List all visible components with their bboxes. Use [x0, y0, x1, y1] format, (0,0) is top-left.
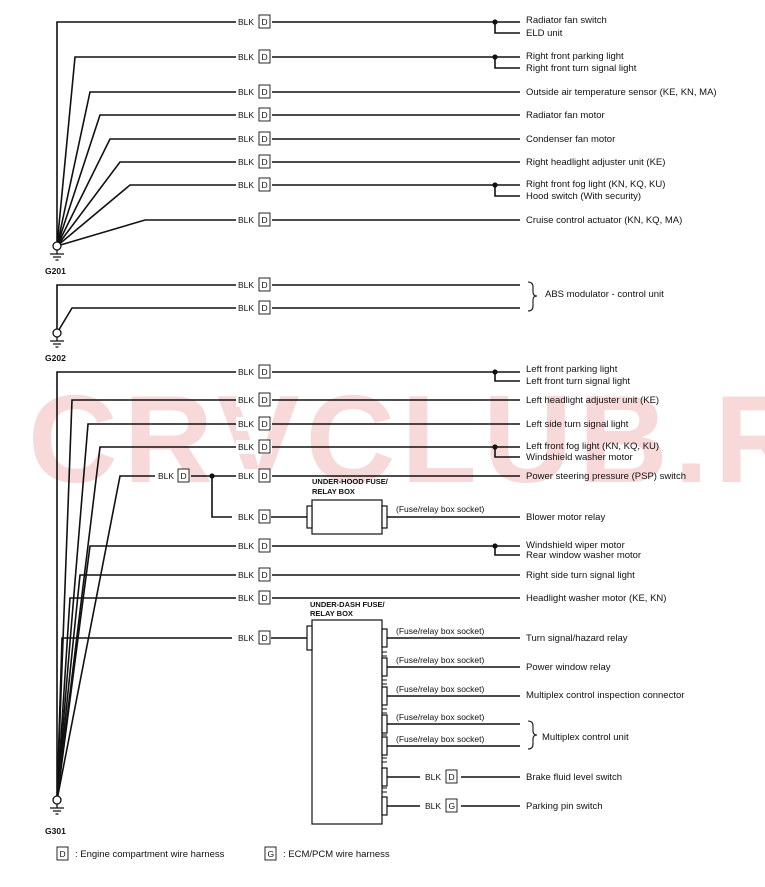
connector-code: D — [181, 471, 187, 481]
component-label: Left front parking light — [526, 364, 618, 375]
connector-code: D — [262, 419, 268, 429]
wire-color-label: BLK — [238, 367, 254, 377]
legend-code-ecm: G — [268, 849, 275, 859]
wire-color-label: BLK — [238, 395, 254, 405]
component-label: ABS modulator - control unit — [545, 289, 664, 300]
wire-color-label: BLK — [238, 87, 254, 97]
wire-color-label: BLK — [238, 442, 254, 452]
connector-code: G — [449, 801, 456, 811]
wire-color-label: BLK — [425, 772, 441, 782]
connector-code: D — [262, 633, 268, 643]
ground-label-g201: G201 — [45, 266, 66, 276]
component-label: Cruise control actuator (KN, KQ, MA) — [526, 215, 682, 226]
connector-code: D — [262, 395, 268, 405]
connector-code: D — [262, 110, 268, 120]
under-dash-box-title-2: RELAY BOX — [310, 609, 353, 618]
under-hood-box-title-1: UNDER-HOOD FUSE/ — [312, 477, 389, 486]
component-label: Parking pin switch — [526, 801, 603, 812]
connector-code: D — [262, 303, 268, 313]
connector-code: D — [262, 570, 268, 580]
wire-color-label: BLK — [238, 17, 254, 27]
ground-label-g202: G202 — [45, 353, 66, 363]
component-label: Headlight washer motor (KE, KN) — [526, 593, 666, 604]
connector-code: D — [262, 541, 268, 551]
connector-code: D — [262, 180, 268, 190]
component-label: Brake fluid level switch — [526, 772, 622, 783]
legend-code-engine: D — [60, 849, 66, 859]
wire-color-label: BLK — [238, 512, 254, 522]
socket-label: (Fuse/relay box socket) — [396, 655, 485, 665]
connector-code: D — [262, 367, 268, 377]
component-label: Windshield washer motor — [526, 452, 633, 463]
component-label: Hood switch (With security) — [526, 191, 641, 202]
wire-color-label: BLK — [238, 180, 254, 190]
legend: D : Engine compartment wire harness G : … — [56, 846, 390, 861]
connector-code: D — [262, 471, 268, 481]
component-label: Left front fog light (KN, KQ, KU) — [526, 441, 659, 452]
connector-code: D — [262, 52, 268, 62]
legend-ecm: : ECM/PCM wire harness — [283, 849, 390, 860]
socket-label: (Fuse/relay box socket) — [396, 626, 485, 636]
wire-color-label: BLK — [238, 280, 254, 290]
component-label: Left front turn signal light — [526, 376, 630, 387]
under-dash-box-title-1: UNDER-DASH FUSE/ — [310, 600, 386, 609]
component-label: Right front fog light (KN, KQ, KU) — [526, 179, 665, 190]
connector-code: D — [449, 772, 455, 782]
ground-label-g301: G301 — [45, 826, 66, 836]
wire-color-label: BLK — [238, 134, 254, 144]
wire-color-label: BLK — [238, 110, 254, 120]
wire-color-label: BLK — [238, 593, 254, 603]
connector-code: D — [262, 87, 268, 97]
connector-code: D — [262, 134, 268, 144]
legend-engine: : Engine compartment wire harness — [75, 849, 225, 860]
wire-color-label: BLK — [238, 52, 254, 62]
wire-color-label: BLK — [238, 303, 254, 313]
component-label: Condenser fan motor — [526, 134, 615, 145]
component-label: Left side turn signal light — [526, 419, 629, 430]
component-label: Right headlight adjuster unit (KE) — [526, 157, 665, 168]
component-label: Rear window washer motor — [526, 550, 641, 561]
wire-color-label: BLK — [158, 471, 174, 481]
component-label: Right side turn signal light — [526, 570, 635, 581]
watermark: CRVCLUB.RU — [28, 371, 765, 509]
wire-color-label: BLK — [238, 215, 254, 225]
component-label: Outside air temperature sensor (KE, KN, … — [526, 87, 717, 98]
under-hood-fuse-relay-box — [311, 499, 383, 535]
ground-icon — [50, 241, 64, 815]
connector-code: D — [262, 442, 268, 452]
under-hood-box-title-2: RELAY BOX — [312, 487, 355, 496]
wire-color-label: BLK — [238, 570, 254, 580]
component-label: Left headlight adjuster unit (KE) — [526, 395, 659, 406]
connector-code: D — [262, 215, 268, 225]
socket-label: (Fuse/relay box socket) — [396, 684, 485, 694]
under-dash-fuse-relay-box — [311, 619, 383, 825]
wire-color-label: BLK — [425, 801, 441, 811]
wire-color-label: BLK — [238, 471, 254, 481]
component-label: Radiator fan switch — [526, 15, 607, 26]
socket-label: (Fuse/relay box socket) — [396, 504, 485, 514]
connector-code: D — [262, 512, 268, 522]
wire-color-label: BLK — [238, 541, 254, 551]
wire-color-label: BLK — [238, 633, 254, 643]
component-label: ELD unit — [526, 28, 563, 39]
socket-label: (Fuse/relay box socket) — [396, 712, 485, 722]
component-label: Radiator fan motor — [526, 110, 605, 121]
wire-color-label: BLK — [238, 419, 254, 429]
connector-code: D — [262, 593, 268, 603]
component-label: Right front turn signal light — [526, 63, 637, 74]
wire-color-label: BLK — [238, 157, 254, 167]
connector-code: D — [262, 157, 268, 167]
connector-code: D — [262, 17, 268, 27]
socket-label: (Fuse/relay box socket) — [396, 734, 485, 744]
component-label: Multiplex control inspection connector — [526, 690, 684, 701]
component-label: Multiplex control unit — [542, 732, 629, 743]
component-label: Right front parking light — [526, 51, 624, 62]
component-label: Power window relay — [526, 662, 611, 673]
component-label: Blower motor relay — [526, 512, 605, 523]
component-label: Windshield wiper motor — [526, 540, 625, 551]
connector-code: D — [262, 280, 268, 290]
component-label: Power steering pressure (PSP) switch — [526, 471, 686, 482]
component-label: Turn signal/hazard relay — [526, 633, 628, 644]
